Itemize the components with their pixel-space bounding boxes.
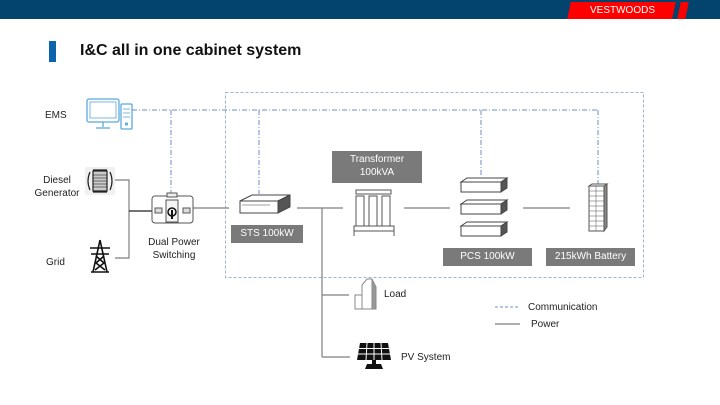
sts-unit-icon	[239, 194, 291, 214]
building-icon	[354, 278, 377, 310]
sts-tag: STS 100kW	[231, 225, 303, 243]
diesel-label-line2: Generator	[34, 188, 80, 199]
communication-lines	[132, 109, 599, 194]
power-tower-icon	[90, 239, 110, 273]
brand-name: VESTWOODS	[589, 5, 655, 16]
title-accent-bar	[49, 41, 56, 62]
pv-system-label: PV System	[401, 352, 451, 363]
transformer-label-line1: Transformer	[349, 154, 405, 165]
transformer-label-line2: 100kVA	[359, 167, 395, 178]
pcs-unit-icon	[459, 177, 509, 237]
transformer-tag: Transformer 100kVA	[332, 151, 422, 183]
computer-icon	[86, 98, 133, 130]
diesel-label-line1: Diesel	[43, 175, 71, 186]
grid-label: Grid	[46, 257, 65, 268]
cabinet-boundary	[225, 92, 644, 278]
page-title: I&C all in one cabinet system	[80, 42, 302, 59]
solar-panel-icon	[357, 342, 391, 369]
battery-tag: 215kWh Battery	[546, 248, 635, 266]
transfer-switch-icon	[151, 192, 194, 224]
legend-communication-label: Communication	[528, 302, 598, 313]
ems-label: EMS	[45, 110, 67, 121]
legend-power-label: Power	[531, 319, 560, 330]
dual-power-label: Dual Power Switching	[144, 236, 204, 262]
diesel-generator-label: Diesel Generator	[33, 174, 81, 200]
header-bar	[0, 0, 720, 19]
load-label: Load	[384, 289, 407, 300]
battery-rack-icon	[587, 183, 609, 233]
transformer-icon	[353, 189, 395, 236]
pcs-tag: PCS 100kW	[443, 248, 532, 266]
dual-power-label-line2: Switching	[152, 250, 196, 261]
generator-icon	[85, 167, 115, 195]
dual-power-label-line1: Dual Power	[148, 237, 200, 248]
power-lines	[115, 179, 570, 358]
